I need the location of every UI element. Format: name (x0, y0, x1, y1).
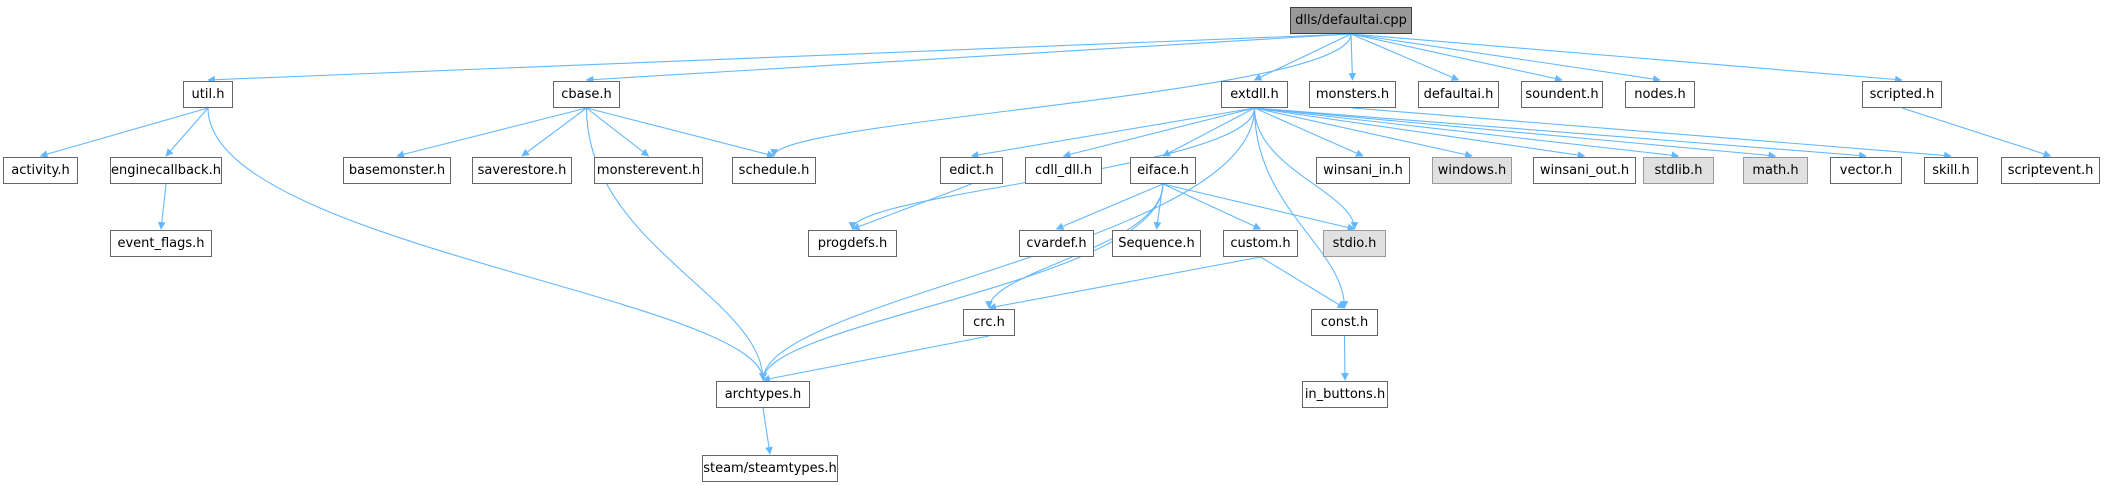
node-event-flags-h[interactable]: event_flags.h (110, 230, 212, 257)
node-progdefs-h[interactable]: progdefs.h (808, 230, 897, 257)
node-math-h[interactable]: math.h (1743, 157, 1808, 184)
edge-extdll-h-to-archtypes-h (759, 107, 1256, 381)
edge-extdll-h-to-windows-h (1254, 107, 1473, 159)
edge-defaultai-cpp-to-soundent-h (1350, 33, 1563, 83)
edge-cbase-h-to-saverestore-h (521, 107, 587, 157)
node-extdll-h[interactable]: extdll.h (1221, 81, 1288, 108)
edge-util-h-to-enginecallback-h (165, 107, 209, 157)
node-const-h[interactable]: const.h (1311, 309, 1378, 336)
edge-eiface-h-to-archtypes-h (759, 183, 1164, 381)
edges (39, 33, 2052, 455)
node-stdio-h[interactable]: stdio.h (1323, 230, 1386, 257)
edge-extdll-h-to-stdlib-h (1254, 107, 1680, 160)
edge-extdll-h-to-cdll-dll-h (1062, 107, 1255, 159)
edge-defaultai-cpp-to-cbase-h (585, 33, 1352, 84)
edge-custom-h-to-const-h (1260, 256, 1346, 309)
node-crc-h[interactable]: crc.h (963, 309, 1015, 336)
node-scriptevent-h[interactable]: scriptevent.h (2001, 157, 2100, 184)
edge-defaultai-cpp-to-util-h (207, 33, 1352, 84)
edge-eiface-h-to-stdio-h (1162, 183, 1356, 232)
node-nodes-h[interactable]: nodes.h (1625, 81, 1695, 108)
edge-cbase-h-to-basemonster-h (396, 107, 587, 159)
node-steamtypes-h[interactable]: steam/steamtypes.h (702, 455, 838, 482)
edge-util-h-to-activity-h (39, 107, 209, 158)
edge-defaultai-cpp-to-defaultai-h (1350, 33, 1460, 81)
edge-defaultai-cpp-to-extdll-h (1253, 33, 1352, 81)
node-skill-h[interactable]: skill.h (1924, 157, 1978, 184)
edge-archtypes-h-to-steamtypes-h (762, 407, 773, 455)
edge-edict-h-to-progdefs-h (851, 183, 972, 231)
edge-scripted-h-to-scriptevent-h (1901, 107, 2052, 158)
node-soundent-h[interactable]: soundent.h (1521, 81, 1603, 108)
edge-enginecallback-h-to-event-flags-h (157, 183, 167, 230)
edge-defaultai-cpp-to-scripted-h (1350, 33, 1903, 84)
node-enginecallback-h[interactable]: enginecallback.h (110, 157, 222, 184)
edge-extdll-h-to-stdio-h (1253, 107, 1359, 230)
node-eiface-h[interactable]: eiface.h (1130, 157, 1196, 184)
node-archtypes-h[interactable]: archtypes.h (716, 381, 810, 408)
node-schedule-h[interactable]: schedule.h (732, 157, 816, 184)
node-windows-h[interactable]: windows.h (1432, 157, 1512, 184)
edge-extdll-h-to-vector-h (1254, 107, 1867, 160)
edge-defaultai-cpp-to-nodes-h (1350, 33, 1661, 83)
edge-extdll-h-to-math-h (1254, 107, 1777, 160)
node-saverestore-h[interactable]: saverestore.h (472, 157, 572, 184)
node-winsani-in-h[interactable]: winsani_in.h (1316, 157, 1410, 184)
edge-custom-h-to-crc-h (988, 256, 1261, 311)
node-cvardef-h[interactable]: cvardef.h (1019, 230, 1094, 257)
node-util-h[interactable]: util.h (183, 81, 233, 108)
node-sequence-h[interactable]: Sequence.h (1112, 230, 1201, 257)
edge-defaultai-cpp-to-monsters-h (1348, 33, 1357, 81)
node-vector-h[interactable]: vector.h (1830, 157, 1902, 184)
edge-monsters-h-to-skill-h (1352, 107, 1952, 160)
node-stdlib-h[interactable]: stdlib.h (1643, 157, 1714, 184)
node-basemonster-h[interactable]: basemonster.h (343, 157, 451, 184)
edge-extdll-h-to-eiface-h (1162, 107, 1255, 157)
node-cdll-dll-h[interactable]: cdll_dll.h (1025, 157, 1102, 184)
edge-extdll-h-to-edict-h (970, 107, 1255, 159)
node-defaultai-h[interactable]: defaultai.h (1418, 81, 1499, 108)
node-defaultai-cpp[interactable]: dlls/defaultai.cpp (1290, 7, 1412, 34)
edge-extdll-h-to-winsani-out-h (1254, 107, 1586, 159)
edge-crc-h-to-archtypes-h (762, 335, 990, 383)
node-cbase-h[interactable]: cbase.h (553, 81, 620, 108)
node-edict-h[interactable]: edict.h (940, 157, 1003, 184)
node-activity-h[interactable]: activity.h (3, 157, 78, 184)
node-winsani-out-h[interactable]: winsani_out.h (1533, 157, 1636, 184)
node-monsters-h[interactable]: monsters.h (1309, 81, 1396, 108)
node-custom-h[interactable]: custom.h (1223, 230, 1298, 257)
edge-util-h-to-archtypes-h (207, 107, 767, 381)
node-monsterevent-h[interactable]: monsterevent.h (594, 157, 703, 184)
edge-cbase-h-to-schedule-h (586, 107, 775, 159)
edge-cbase-h-to-monsterevent-h (586, 107, 650, 157)
edge-const-h-to-in-buttons-h (1341, 335, 1349, 381)
edge-extdll-h-to-const-h (1253, 107, 1349, 309)
node-in-buttons-h[interactable]: in_buttons.h (1302, 381, 1388, 408)
node-scripted-h[interactable]: scripted.h (1862, 81, 1942, 108)
edge-eiface-h-to-custom-h (1162, 183, 1262, 230)
edge-eiface-h-to-cvardef-h (1055, 183, 1164, 230)
edge-extdll-h-to-winsani-in-h (1254, 107, 1364, 157)
edge-defaultai-cpp-to-schedule-h (770, 33, 1352, 157)
